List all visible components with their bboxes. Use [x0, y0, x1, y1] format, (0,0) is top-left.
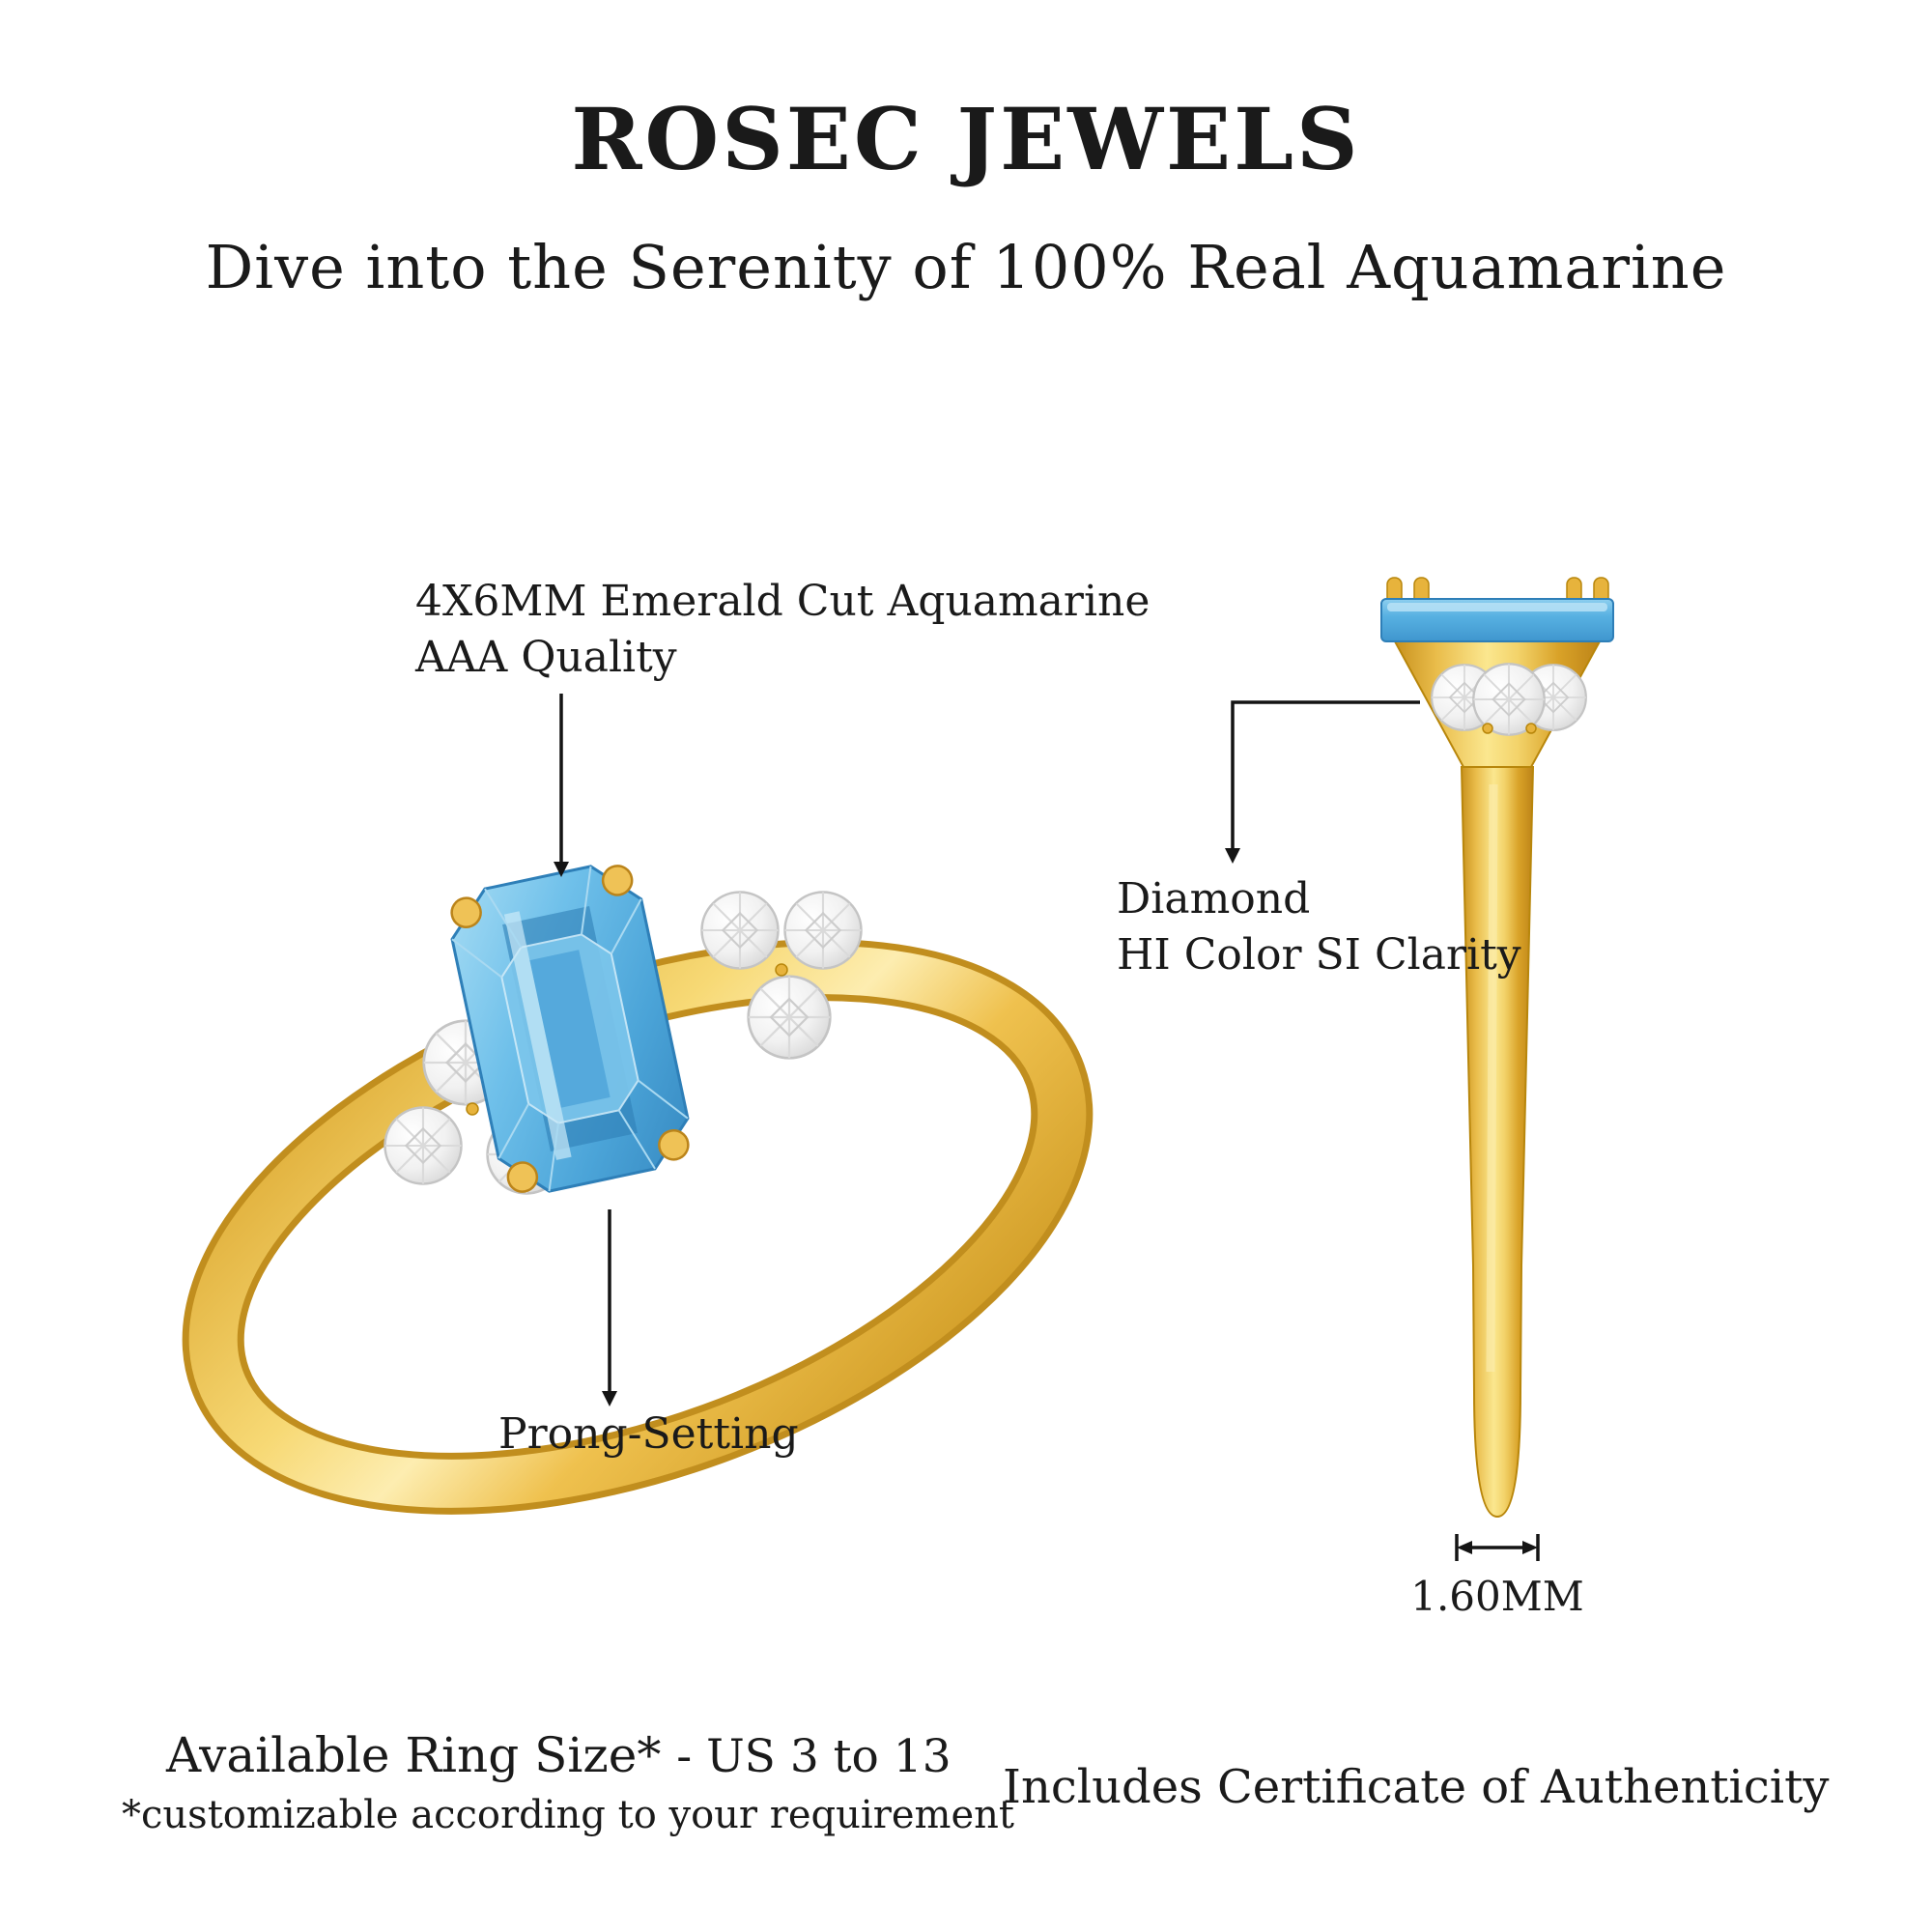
ring-size-line: Available Ring Size* - US 3 to 13 — [166, 1727, 952, 1783]
certificate-note: Includes Certificate of Authenticity — [1003, 1760, 1830, 1814]
stone-annotation: 4X6MM Emerald Cut Aquamarine AAA Quality — [415, 574, 1150, 686]
annotation-arrows — [554, 694, 1420, 1406]
tagline: Dive into the Serenity of 100% Real Aqua… — [205, 232, 1727, 302]
ring-size-label: Available Ring Size* — [166, 1727, 662, 1783]
aquamarine-stone — [450, 865, 690, 1193]
prong-dot — [466, 1102, 479, 1116]
aquamarine-side-highlight — [1387, 603, 1607, 611]
band-width-label: 1.60MM — [1410, 1573, 1584, 1620]
ring-three-quarter-view — [182, 865, 1094, 1515]
side-diamonds — [1431, 663, 1587, 736]
prong-annotation: Prong-Setting — [498, 1409, 799, 1459]
diamond-cluster-left — [384, 1019, 567, 1195]
diamond-annotation-line1: Diamond — [1117, 874, 1311, 923]
ring-size-value: - US 3 to 13 — [676, 1730, 952, 1783]
shank — [1460, 766, 1535, 1519]
brand-title: ROSEC JEWELS — [571, 89, 1361, 189]
stone-arrowhead — [554, 862, 569, 877]
diamond-arrow — [1231, 700, 1420, 849]
diamond-arrowhead — [1225, 848, 1240, 864]
prong-arrowhead — [602, 1391, 617, 1406]
diamond-cluster-right — [700, 891, 863, 1060]
prong-dot — [775, 963, 788, 977]
ring-side-view — [1380, 577, 1614, 1561]
shank-highlight — [1486, 783, 1498, 1373]
diamond-annotation: Diamond HI Color SI Clarity — [1117, 871, 1521, 983]
customizable-note: *customizable according to your requirem… — [122, 1793, 1014, 1837]
prongs — [450, 865, 690, 1193]
stone-annotation-line2: AAA Quality — [415, 633, 677, 683]
stone-annotation-line1: 4X6MM Emerald Cut Aquamarine — [415, 577, 1151, 626]
diamond-annotation-line2: HI Color SI Clarity — [1117, 930, 1521, 980]
band-width-measure — [1455, 1534, 1540, 1561]
